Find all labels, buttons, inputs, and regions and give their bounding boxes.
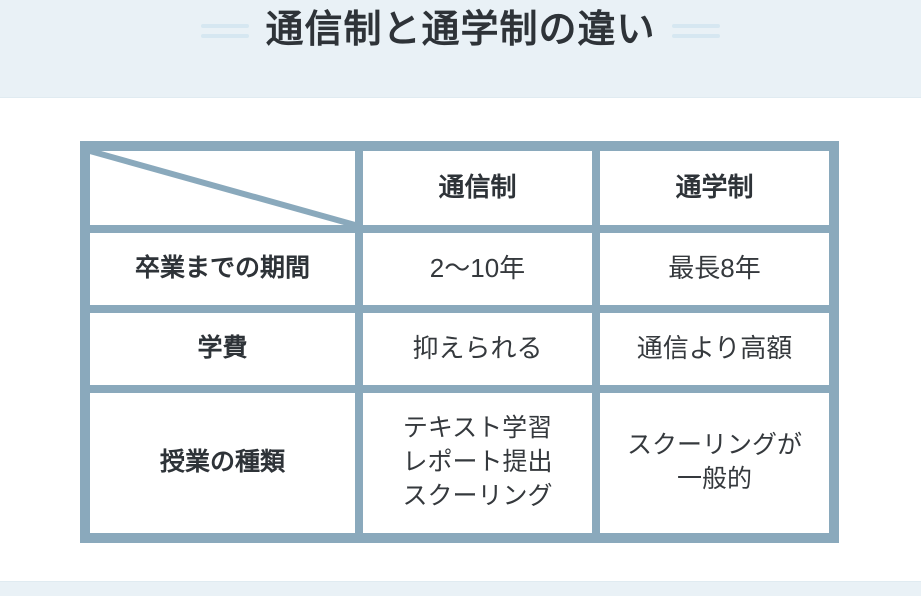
title-decor-right-icon — [671, 23, 720, 38]
row-label-graduation-period: 卒業までの期間 — [90, 233, 355, 305]
cell-period-tsushin: 2〜10年 — [363, 233, 592, 305]
title-row: 通信制と通学制の違い — [201, 9, 720, 52]
decor-line — [671, 33, 720, 38]
cell-tuition-tsugaku: 通信より高額 — [600, 313, 829, 385]
title-banner: 通信制と通学制の違い — [0, 0, 921, 98]
diagonal-line — [90, 151, 355, 225]
comparison-table: 通信制 通学制 卒業までの期間 2〜10年 最長8年 学費 抑えられる 通信より… — [80, 141, 839, 543]
column-header-tsushin: 通信制 — [363, 151, 592, 225]
decor-line — [201, 23, 250, 28]
decor-line — [201, 33, 250, 38]
column-header-tsugaku: 通学制 — [600, 151, 829, 225]
cell-tuition-tsushin: 抑えられる — [363, 313, 592, 385]
decor-line — [671, 23, 720, 28]
diagonal-header-cell — [90, 151, 355, 225]
footer-band — [0, 581, 921, 596]
page-title: 通信制と通学制の違い — [265, 9, 656, 51]
cell-period-tsugaku: 最長8年 — [600, 233, 829, 305]
cell-classes-tsugaku: スクーリングが 一般的 — [600, 393, 829, 533]
row-label-class-types: 授業の種類 — [90, 393, 355, 533]
row-label-tuition: 学費 — [90, 313, 355, 385]
cell-classes-tsushin: テキスト学習 レポート提出 スクーリング — [363, 393, 592, 533]
title-decor-left-icon — [201, 23, 250, 38]
